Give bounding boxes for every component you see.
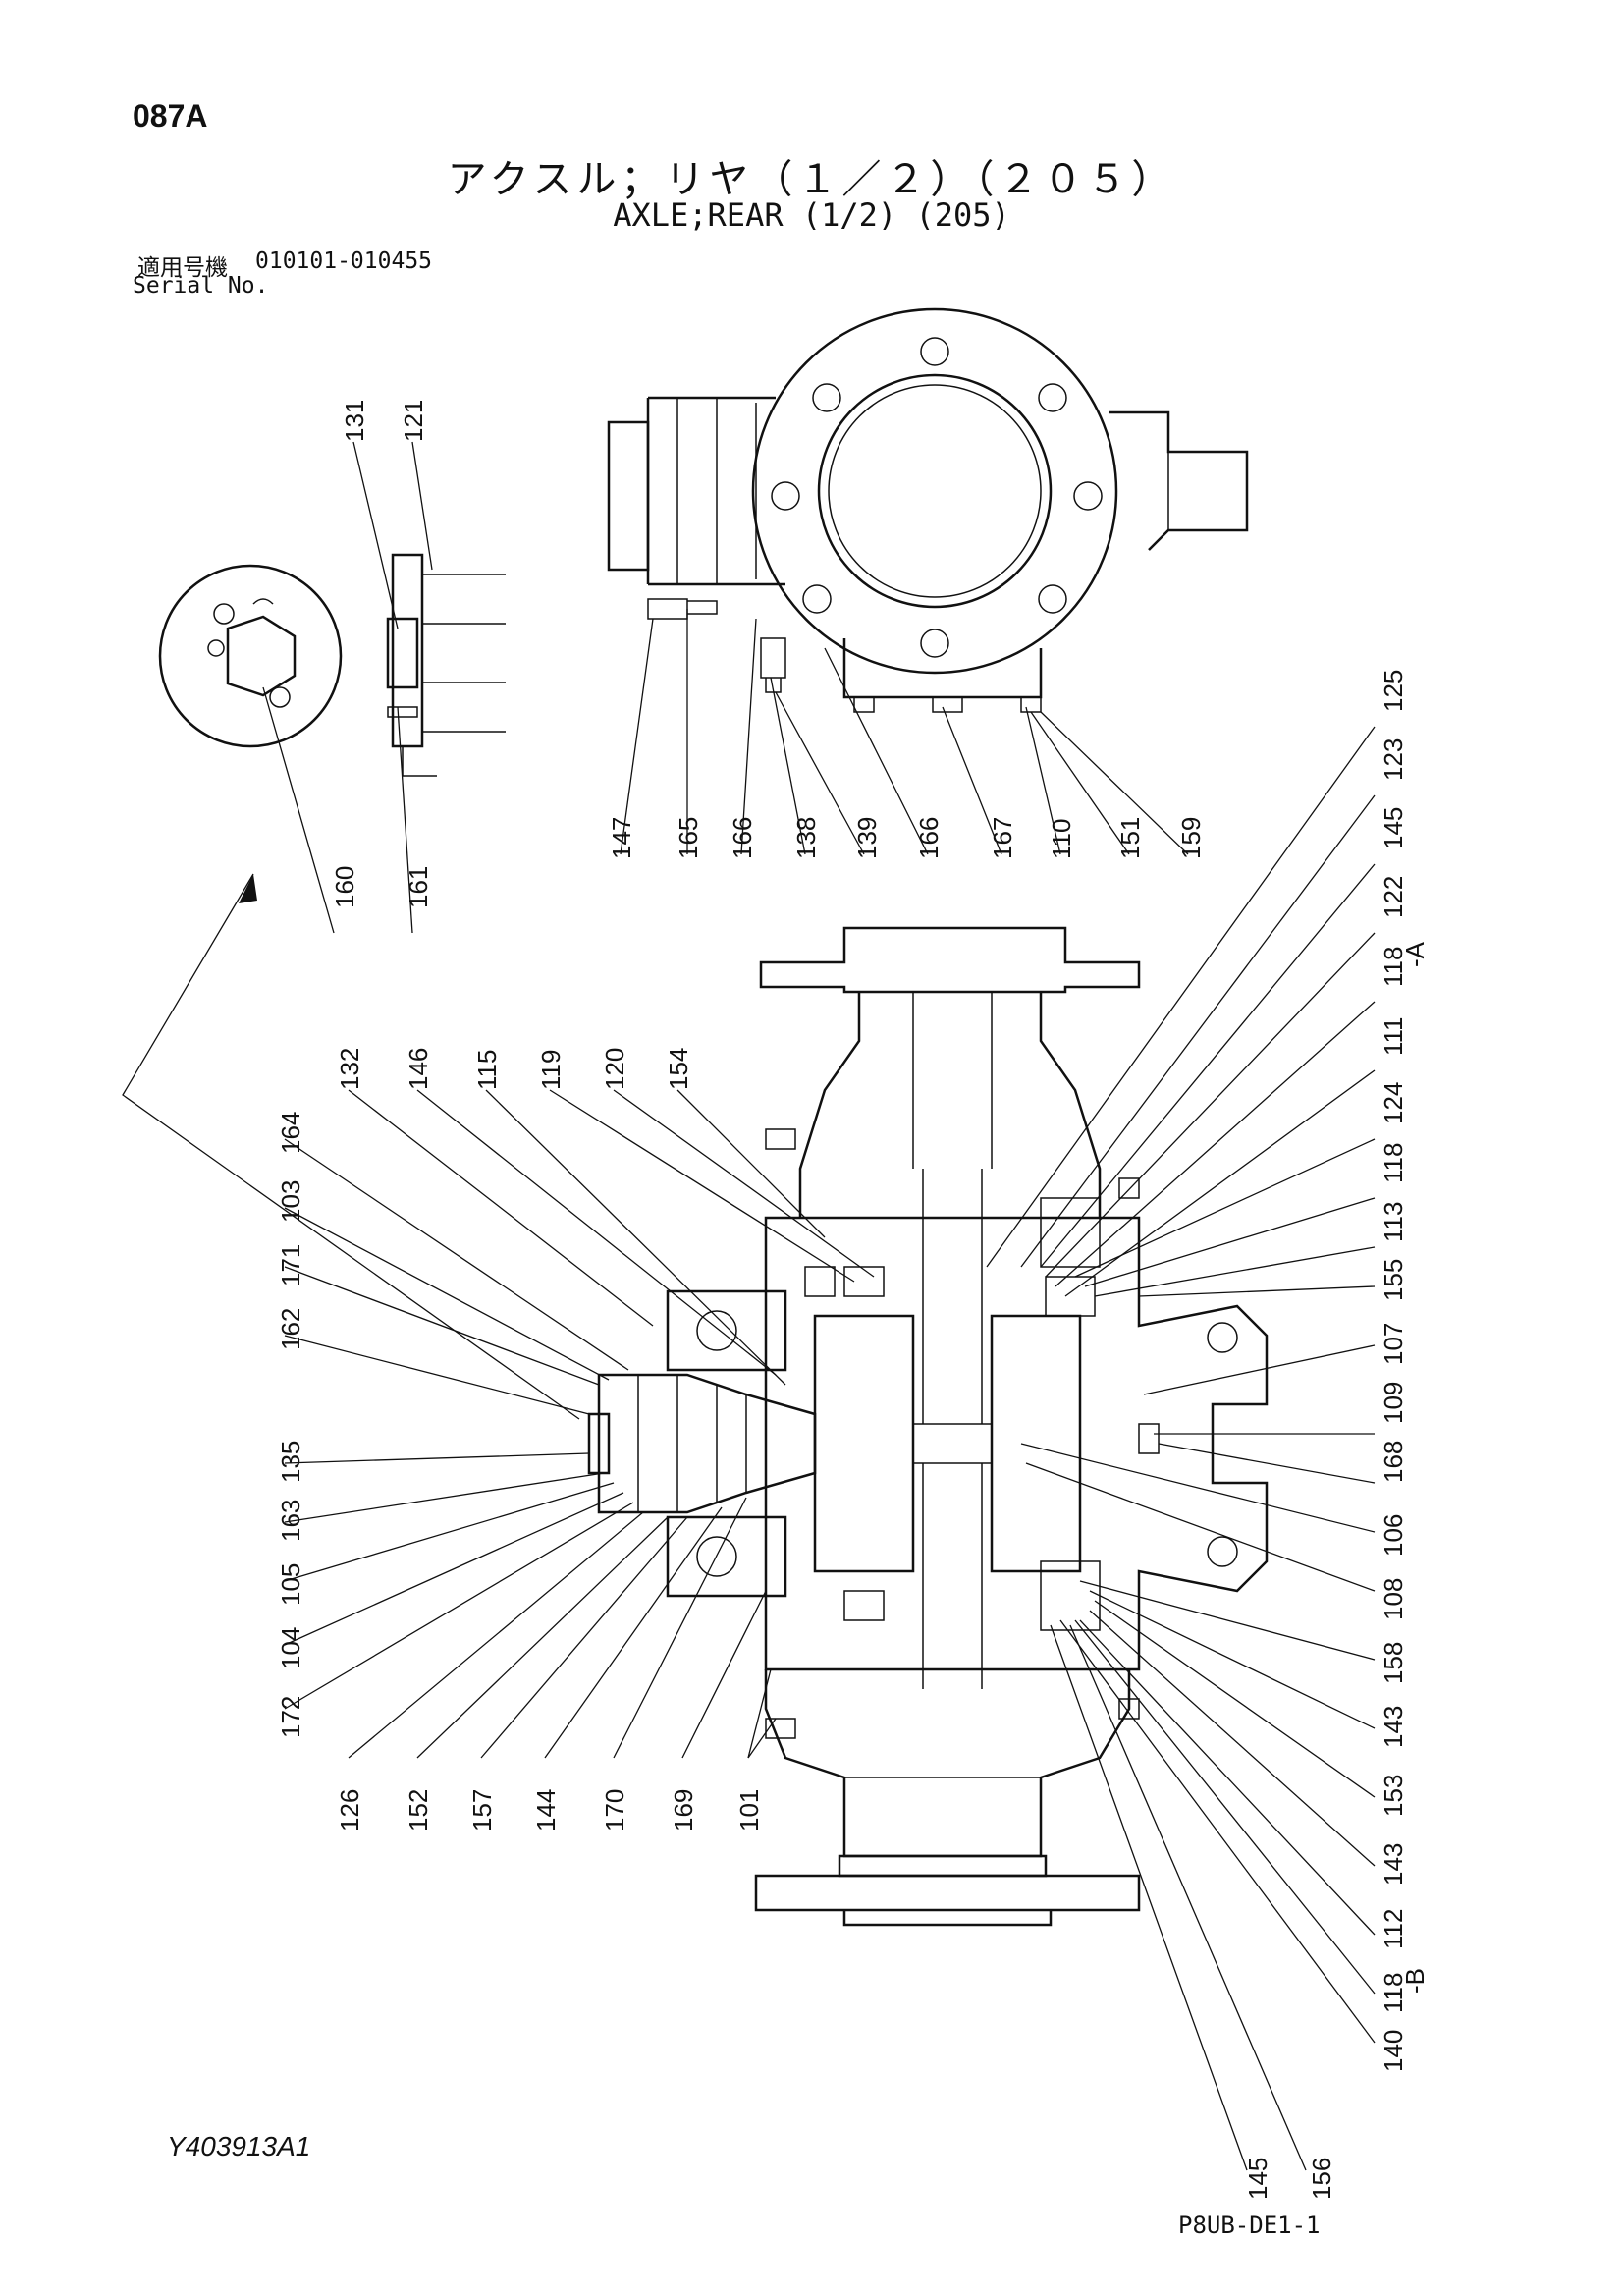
callout-label: 153: [1379, 1775, 1408, 1817]
callout-label: 109: [1379, 1382, 1408, 1424]
callout-label: 143: [1379, 1706, 1408, 1748]
detail-arrow: [122, 873, 580, 1420]
page-code: 087A: [133, 98, 208, 134]
callout-label: 112: [1379, 1909, 1408, 1949]
callout-label: 106: [1379, 1514, 1408, 1557]
callout-label: 151: [1115, 817, 1145, 859]
callout-label: 119: [536, 1050, 566, 1090]
callout-label: 159: [1176, 817, 1206, 859]
callout-label: 160: [330, 866, 359, 908]
callout-label: 118: [1379, 1973, 1408, 2013]
callout-label: 118: [1379, 1143, 1408, 1183]
callout-label: 121: [399, 400, 428, 442]
callout-label: 138: [791, 817, 821, 859]
callout-label: 115: [472, 1050, 502, 1090]
callout-label: 113: [1379, 1202, 1408, 1242]
callout-label: 170: [600, 1789, 629, 1831]
callout-label: 145: [1243, 2158, 1272, 2200]
main-section-view: [587, 926, 1269, 1927]
callout-label: 126: [335, 1789, 364, 1831]
title-japanese: アクスル；リヤ（１／２）（２０５）: [447, 158, 1176, 201]
callout-label: 131: [340, 400, 369, 442]
callout-label: -B: [1400, 1968, 1430, 1994]
callout-label: 172: [276, 1696, 305, 1738]
callout-label: 164: [276, 1112, 305, 1154]
callout-label: 111: [1379, 1016, 1408, 1056]
callout-label: 105: [276, 1563, 305, 1606]
title-english: AXLE;REAR (1/2) (205): [613, 196, 1010, 234]
serial-label-english: Serial No.: [133, 273, 269, 299]
callout-label: 167: [988, 817, 1017, 859]
callout-label: 132: [335, 1048, 364, 1090]
callout-label: 143: [1379, 1843, 1408, 1886]
callout-label: 163: [276, 1500, 305, 1542]
callout-label: 139: [852, 817, 882, 859]
callout-label: 166: [728, 817, 757, 859]
callout-label: 156: [1307, 2158, 1336, 2200]
callout-label: 125: [1379, 670, 1408, 712]
callout-label: 152: [404, 1789, 433, 1831]
callout-label: 147: [607, 817, 636, 859]
serial-label-japanese: 適用号機: [137, 254, 228, 280]
callout-label: 108: [1379, 1578, 1408, 1620]
callout-label: 110: [1047, 819, 1076, 859]
callout-label: 118: [1379, 947, 1408, 987]
callout-label: 120: [600, 1048, 629, 1090]
callout-label: 107: [1379, 1323, 1408, 1365]
callout-label: 101: [734, 1789, 764, 1831]
callout-label: 146: [404, 1048, 433, 1090]
top-housing-view: [607, 307, 1249, 713]
callout-label: 161: [404, 866, 433, 908]
callout-label: 104: [276, 1627, 305, 1669]
callout-label: 165: [674, 817, 703, 859]
callout-label: 158: [1379, 1642, 1408, 1684]
callout-label: 162: [276, 1308, 305, 1350]
serial-range: 010101-010455: [255, 248, 433, 274]
callout-label: 145: [1379, 807, 1408, 849]
detail-circle-view: [158, 553, 506, 777]
callout-label: 124: [1379, 1082, 1408, 1124]
sheet-code: P8UB-DE1-1: [1178, 2212, 1321, 2239]
callout-label: 157: [467, 1789, 497, 1831]
callout-label: 144: [531, 1789, 561, 1831]
callout-label: 122: [1379, 876, 1408, 918]
callout-label: 171: [276, 1244, 305, 1286]
callout-label: 154: [664, 1048, 693, 1090]
callout-label: 155: [1379, 1259, 1408, 1301]
callout-label: 168: [1379, 1441, 1408, 1483]
callout-label: 135: [276, 1441, 305, 1483]
callout-label: 169: [669, 1789, 698, 1831]
leader-lines: [262, 441, 1376, 2171]
drawing-number: Y403913A1: [167, 2131, 311, 2161]
callout-label: -A: [1400, 941, 1430, 967]
callout-label: 140: [1379, 2030, 1408, 2072]
callout-label: 166: [914, 817, 944, 859]
callout-label: 103: [276, 1180, 305, 1223]
callout-label: 123: [1379, 738, 1408, 781]
callout-labels: 131 121 160 161 147 165 166 138 139 166 …: [276, 400, 1430, 2200]
